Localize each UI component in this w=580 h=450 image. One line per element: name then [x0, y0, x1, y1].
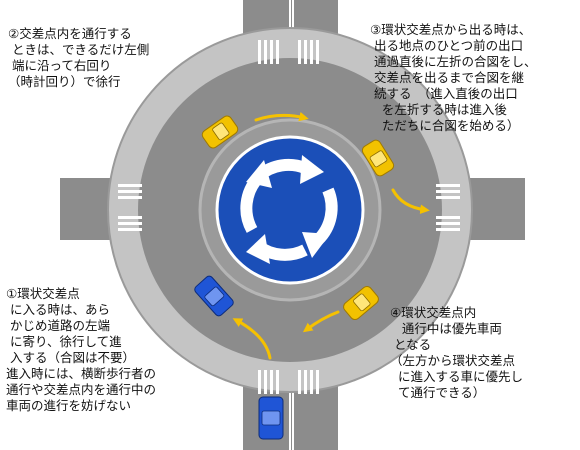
car-icon: [361, 139, 395, 177]
direction-arrows: [232, 111, 430, 360]
car-icon: [343, 285, 379, 321]
arrow-icon: [254, 111, 309, 122]
roundabout-sign-icon: [215, 135, 365, 285]
car-icon: [194, 275, 234, 317]
crosswalk-west: [118, 184, 142, 231]
arrow-icon: [391, 188, 430, 215]
step-3-note: ③環状交差点から出る時は、 出る地点のひとつ前の出口 通過直後に左折の合図をし、…: [370, 22, 537, 133]
step-4-note: ④環状交差点内 通行中は優先車両 となる （左方から環状交差点 に進入する車に優…: [390, 305, 523, 400]
crosswalk-south: [258, 370, 319, 394]
car-icon: [201, 115, 239, 149]
step-1-note: ①環状交差点 に入る時は、あら かじめ道路の左端 に寄り、徐行して進 入する（合…: [6, 286, 157, 413]
crosswalk-east: [436, 184, 460, 231]
crosswalk-north: [258, 40, 319, 64]
step-2-note: ②交差点内を通行する ときは、できるだけ左側 端に沿って右回り （時計回り）で徐…: [8, 26, 150, 89]
arrow-icon: [302, 310, 340, 333]
car-icon: [258, 396, 284, 440]
arrow-icon: [232, 318, 272, 360]
